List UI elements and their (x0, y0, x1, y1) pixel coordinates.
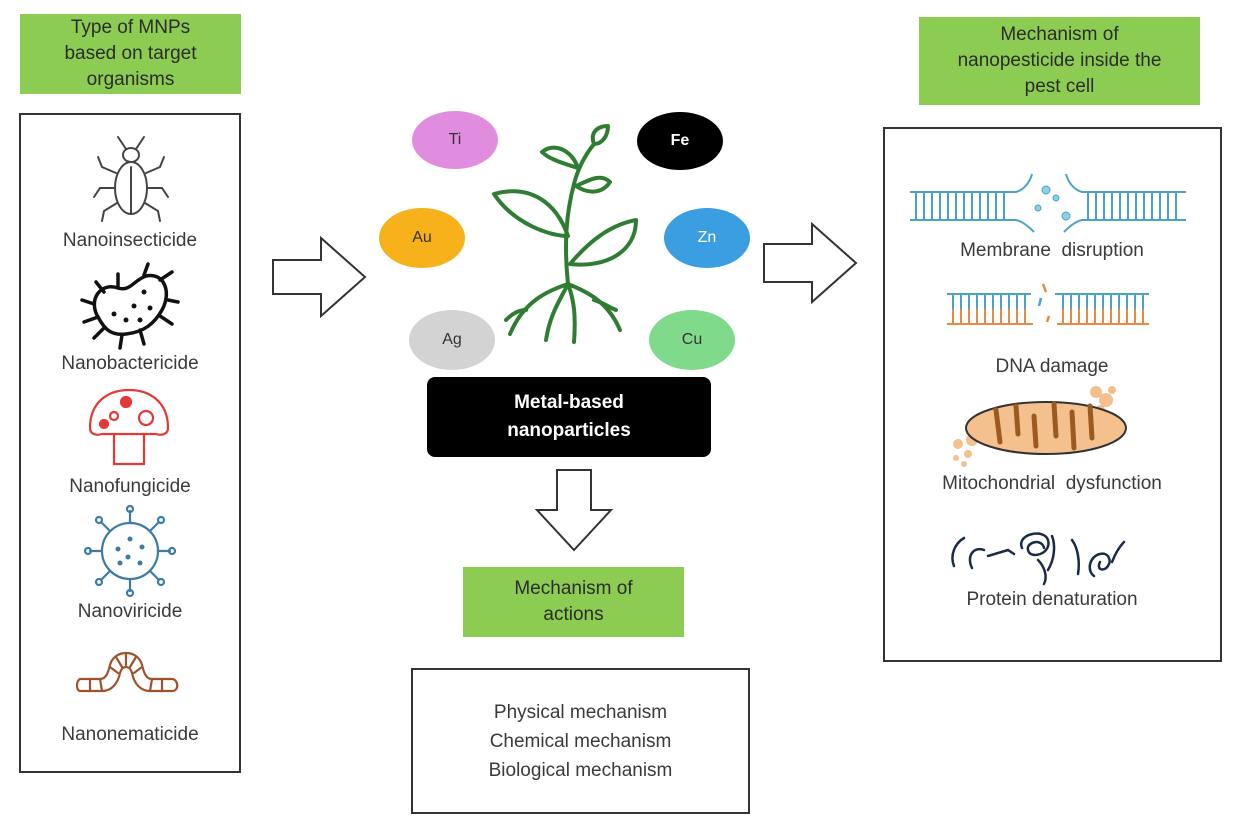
left-title-line-2: based on target (64, 43, 197, 64)
mechanism-biological: Biological mechanism (488, 759, 673, 781)
metal-ti: Ti (412, 111, 498, 169)
metal-nanoparticles-box: Metal-based nanoparticles (427, 377, 711, 457)
label-membrane-disruption: Membrane disruption (960, 240, 1144, 261)
label-dna-damage: DNA damage (995, 356, 1109, 377)
right-title-line-3: pest cell (1024, 76, 1095, 97)
right-title-line-1: Mechanism of (1000, 24, 1119, 45)
metal-au: Au (379, 208, 465, 268)
mushroom-icon (88, 388, 170, 466)
metal-cu: Cu (649, 310, 735, 370)
right-arrow-left (272, 235, 367, 319)
mitochondria-icon (953, 386, 1127, 467)
down-arrow (534, 469, 614, 552)
worm-icon (75, 651, 179, 693)
label-mitochondrial-dysfunction: Mitochondrial dysfunction (942, 473, 1162, 494)
left-title: Type of MNPs based on target organisms (20, 14, 241, 94)
right-title: Mechanism of nanopesticide inside the pe… (919, 17, 1200, 105)
label-nanoviricide: Nanoviricide (77, 601, 183, 622)
organism-panel (19, 113, 241, 773)
label-nanonematicide: Nanonematicide (61, 724, 199, 745)
label-nanofungicide: Nanofungicide (69, 476, 191, 497)
mechanism-title-line-2: actions (543, 604, 604, 625)
box-label-line-1: Metal-based (514, 392, 624, 413)
bacteria-icon (80, 262, 180, 350)
mechanism-chemical: Chemical mechanism (489, 730, 672, 752)
metal-fe: Fe (637, 112, 723, 170)
right-arrow-right (763, 221, 858, 305)
label-nanoinsecticide: Nanoinsecticide (62, 230, 198, 251)
membrane-icon (910, 173, 1186, 233)
insect-icon (93, 136, 169, 222)
metal-zn: Zn (664, 208, 750, 268)
dna-damage-icon (947, 283, 1149, 325)
mechanism-physical: Physical mechanism (493, 701, 668, 723)
plant-icon (492, 124, 638, 344)
protein-icon (951, 532, 1126, 586)
virus-icon (83, 504, 177, 598)
left-title-line-1: Type of MNPs (70, 17, 191, 38)
label-nanobactericide: Nanobactericide (61, 353, 199, 374)
mechanism-actions-title: Mechanism of actions (463, 567, 684, 637)
mechanism-title-line-1: Mechanism of (514, 578, 633, 599)
left-title-line-3: organisms (86, 69, 175, 90)
metal-ag: Ag (409, 310, 495, 370)
mechanisms-box: Physical mechanism Chemical mechanism Bi… (411, 668, 750, 814)
label-protein-denaturation: Protein denaturation (966, 589, 1138, 610)
box-label-line-2: nanoparticles (507, 420, 631, 441)
right-title-line-2: nanopesticide inside the (957, 50, 1162, 71)
